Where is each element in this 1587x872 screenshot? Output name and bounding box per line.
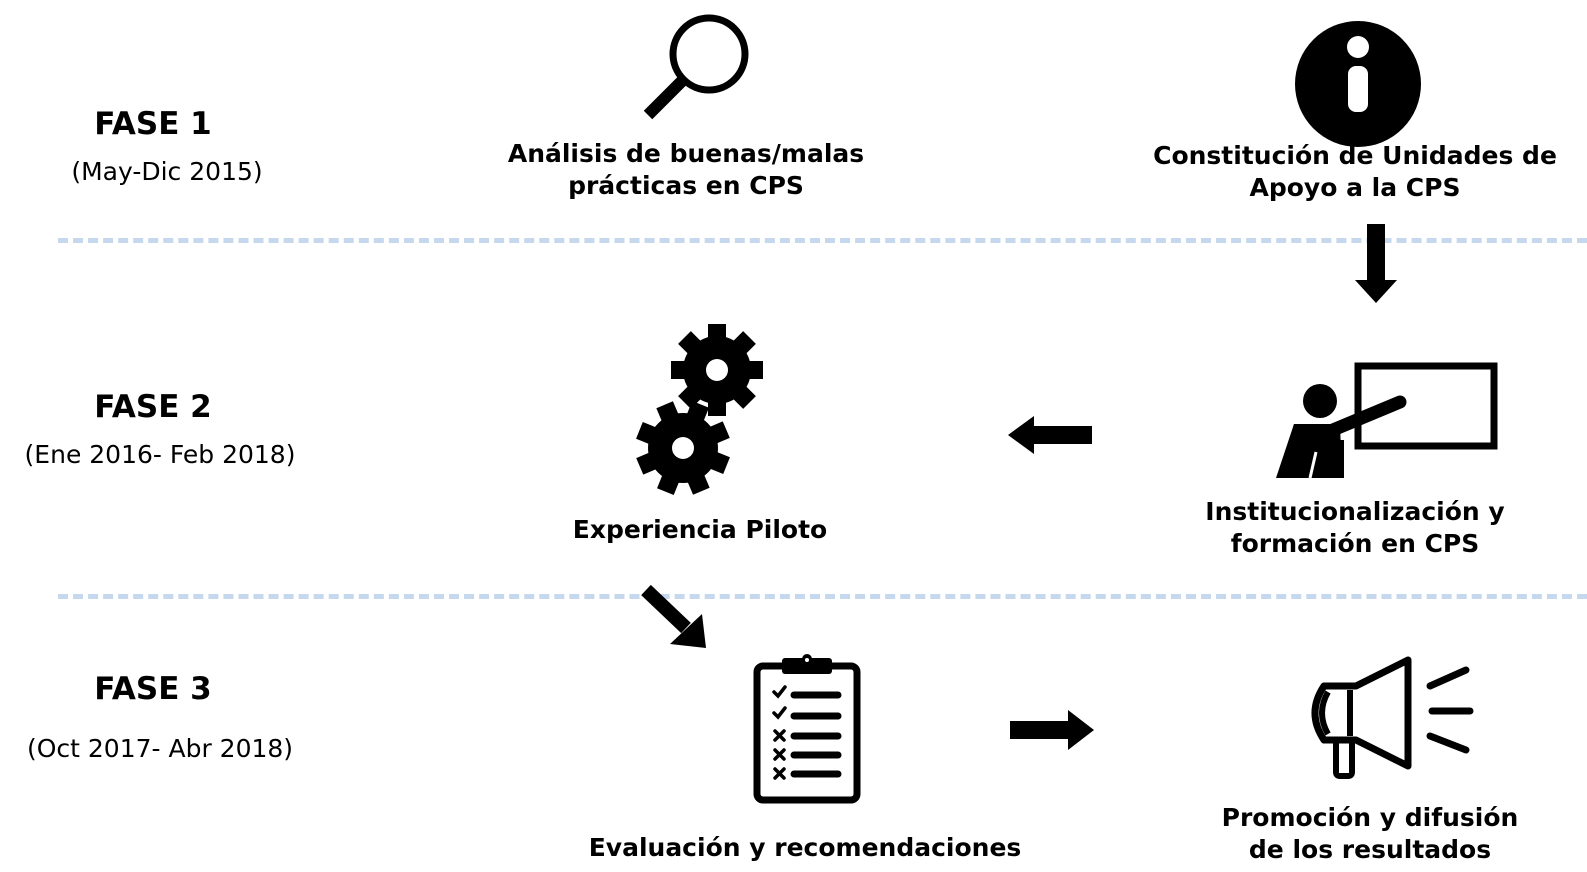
node-institucionalizacion-line2: formación en CPS (1230, 529, 1480, 558)
node-evaluacion-caption: Evaluación y recomendaciones (520, 832, 1090, 864)
node-piloto-line1: Experiencia Piloto (572, 515, 828, 544)
node-analisis-line2: prácticas en CPS (568, 171, 804, 200)
node-piloto-caption: Experiencia Piloto (500, 514, 900, 546)
gears-icon (636, 324, 763, 495)
teacher-board-icon (1276, 362, 1498, 479)
node-constitucion-line2: Apoyo a la CPS (1249, 173, 1461, 202)
phase-3-dates: (Oct 2017- Abr 2018) (26, 734, 294, 763)
info-icon (1295, 21, 1421, 147)
node-promocion-line1: Promoción y difusión (1221, 803, 1519, 832)
node-promocion-caption: Promoción y difusión de los resultados (1170, 802, 1570, 866)
arrow-right-icon (1010, 710, 1094, 750)
phase-divider-1 (58, 238, 1587, 243)
phase-3-title: FASE 3 (94, 671, 212, 707)
phase-divider-2 (58, 594, 1587, 599)
magnifier-icon (643, 14, 749, 120)
clipboard-checklist-icon (753, 654, 861, 804)
phase-2-dates: (Ene 2016- Feb 2018) (24, 440, 296, 469)
phase-2-title: FASE 2 (94, 389, 212, 425)
node-institucionalizacion-caption: Institucionalización y formación en CPS (1150, 496, 1560, 560)
arrow-diagonal-icon (641, 584, 706, 648)
arrow-down-icon (1355, 224, 1397, 303)
node-analisis-line1: Análisis de buenas/malas (507, 139, 865, 168)
node-analisis-caption: Análisis de buenas/malas prácticas en CP… (446, 138, 926, 202)
phase-1-dates: (May-Dic 2015) (71, 157, 263, 186)
phase-1-title: FASE 1 (94, 106, 212, 142)
node-promocion-line2: de los resultados (1248, 835, 1492, 864)
node-evaluacion-line1: Evaluación y recomendaciones (588, 833, 1022, 862)
megaphone-icon (1311, 656, 1474, 779)
node-constitucion-caption: Constitución de Unidades de Apoyo a la C… (1130, 140, 1580, 204)
node-constitucion-line1: Constitución de Unidades de (1153, 141, 1557, 170)
arrow-left-icon (1008, 416, 1092, 454)
node-institucionalizacion-line1: Institucionalización y (1205, 497, 1505, 526)
